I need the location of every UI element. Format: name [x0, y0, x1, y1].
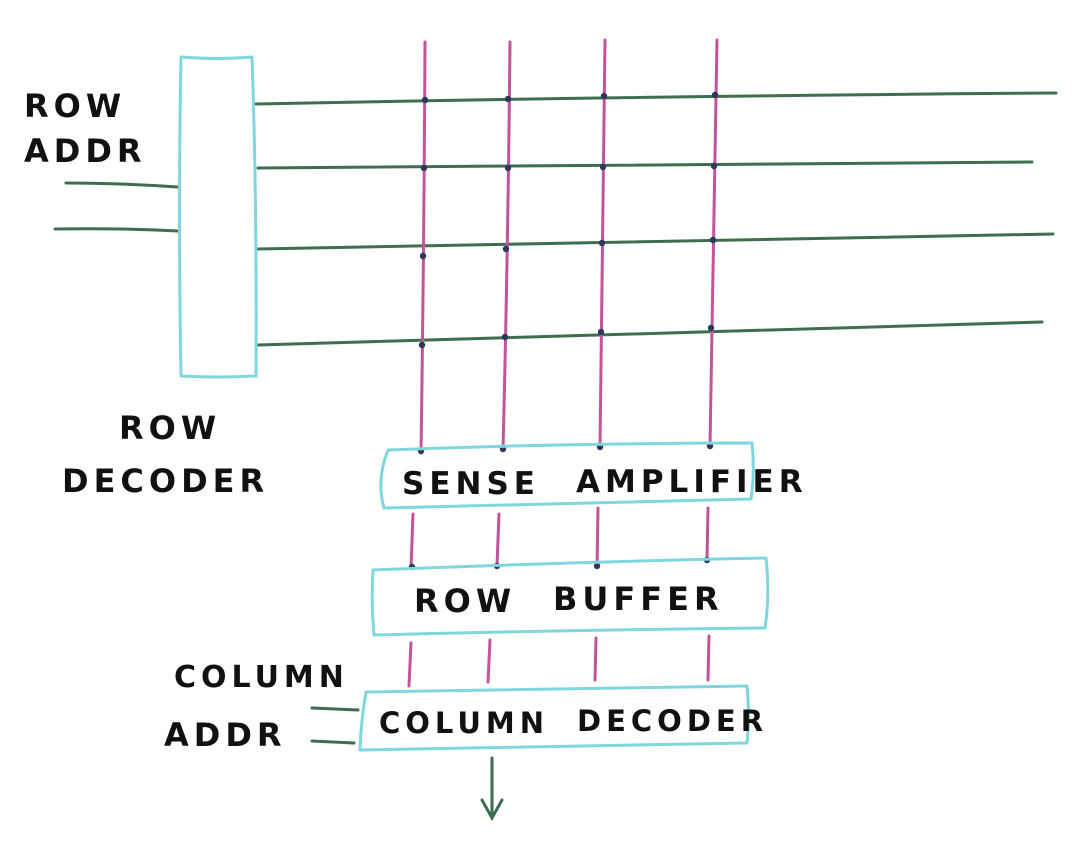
row-addr-input-line — [64, 181, 180, 189]
bit-line-segment — [595, 506, 600, 569]
word-line — [256, 320, 1044, 347]
word-line — [254, 91, 1058, 106]
row-addr-input-lines — [53, 181, 180, 233]
junction-dot — [599, 163, 607, 171]
row-addr-label-line2: ADDR — [24, 132, 147, 170]
sense-amplifier-box — [379, 441, 755, 510]
row-decoder-label-line2: DECODER — [62, 462, 269, 500]
junction-dot — [711, 91, 719, 99]
bit-line-segment — [486, 638, 492, 684]
column-decoder-box — [358, 684, 750, 752]
bit-line-segment — [495, 512, 501, 568]
word-lines — [254, 91, 1058, 347]
junction-dot — [418, 341, 426, 349]
junction-dot — [502, 245, 510, 253]
junction-dot — [420, 164, 428, 172]
column-addr-input-line — [310, 739, 356, 745]
output-arrow-head — [480, 798, 504, 822]
junction-dot — [504, 95, 512, 103]
row-decoder-label-line1: ROW — [119, 409, 221, 447]
junction-dot — [710, 162, 718, 170]
junction-dot — [707, 324, 715, 332]
junction-dot — [597, 328, 605, 336]
column-decoder-label-word1: COLUMN — [379, 706, 549, 740]
bit-line-segment — [705, 506, 710, 562]
row-decoder-box — [178, 55, 258, 379]
bit-line — [419, 40, 427, 455]
word-line — [256, 160, 1034, 170]
bit-line-segment — [407, 641, 413, 688]
row-addr-label-line1: ROW — [24, 87, 126, 125]
column-addr-label-line2: ADDR — [164, 716, 287, 754]
column-decoder-label-word2: DECODER — [577, 704, 768, 738]
word-line — [256, 232, 1055, 251]
output-arrow — [480, 756, 504, 822]
junction-dot — [421, 96, 429, 104]
bit-line-segment — [593, 636, 598, 682]
column-addr-input-lines — [310, 706, 360, 745]
column-addr-input-line — [310, 706, 360, 712]
junction-dot — [419, 252, 427, 260]
row-addr-input-line — [53, 227, 180, 233]
junction-dot — [709, 236, 717, 244]
junction-dot — [593, 562, 601, 570]
junction-dot — [598, 239, 606, 247]
row-buffer-label-word1: ROW — [414, 582, 516, 620]
sense-amplifier-label-word1: SENSE — [402, 466, 540, 502]
bit-line-segment — [706, 634, 711, 682]
bit-line-segment — [409, 512, 415, 570]
junction-dot — [501, 333, 509, 341]
junction-dot — [504, 164, 512, 172]
column-addr-label-line1: COLUMN — [174, 660, 349, 695]
row-buffer-label-word2: BUFFER — [553, 580, 724, 618]
sense-amplifier-label-word2: AMPLIFIER — [576, 464, 808, 500]
junction-dot — [600, 92, 608, 100]
row-buffer-box — [370, 556, 770, 637]
